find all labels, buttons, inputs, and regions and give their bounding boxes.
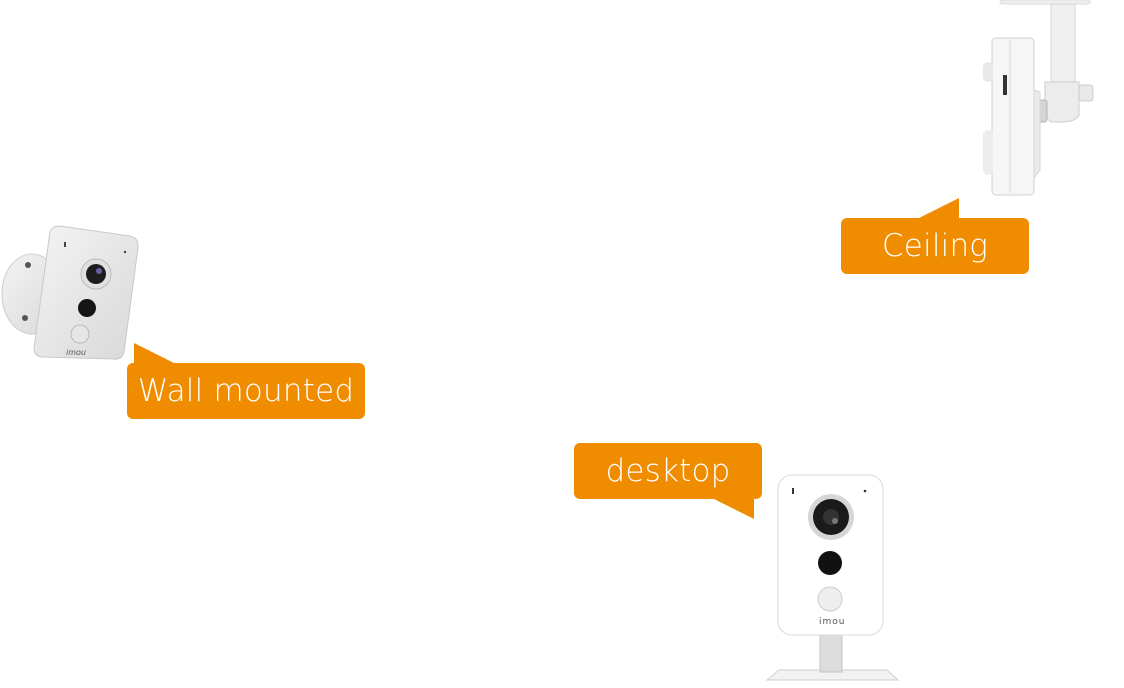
desktop-text: desktop — [605, 453, 731, 489]
desktop-label: desktop — [574, 443, 762, 519]
bubble-tail — [919, 198, 959, 218]
wall-mounted-label: Wall mounted — [127, 343, 365, 419]
imou-logo: imou — [66, 348, 86, 357]
wall-mounted-text: Wall mounted — [137, 373, 355, 409]
imou-logo: imou — [819, 617, 846, 627]
wall-mounted-camera-image: imou — [0, 222, 145, 367]
bubble-tail — [714, 499, 754, 519]
bubble-tail — [134, 343, 174, 363]
ceiling-label: Ceiling — [841, 198, 1029, 274]
desktop-camera-image: imou — [765, 474, 900, 684]
ceiling-camera-image — [975, 0, 1100, 198]
ceiling-text: Ceiling — [881, 228, 989, 264]
